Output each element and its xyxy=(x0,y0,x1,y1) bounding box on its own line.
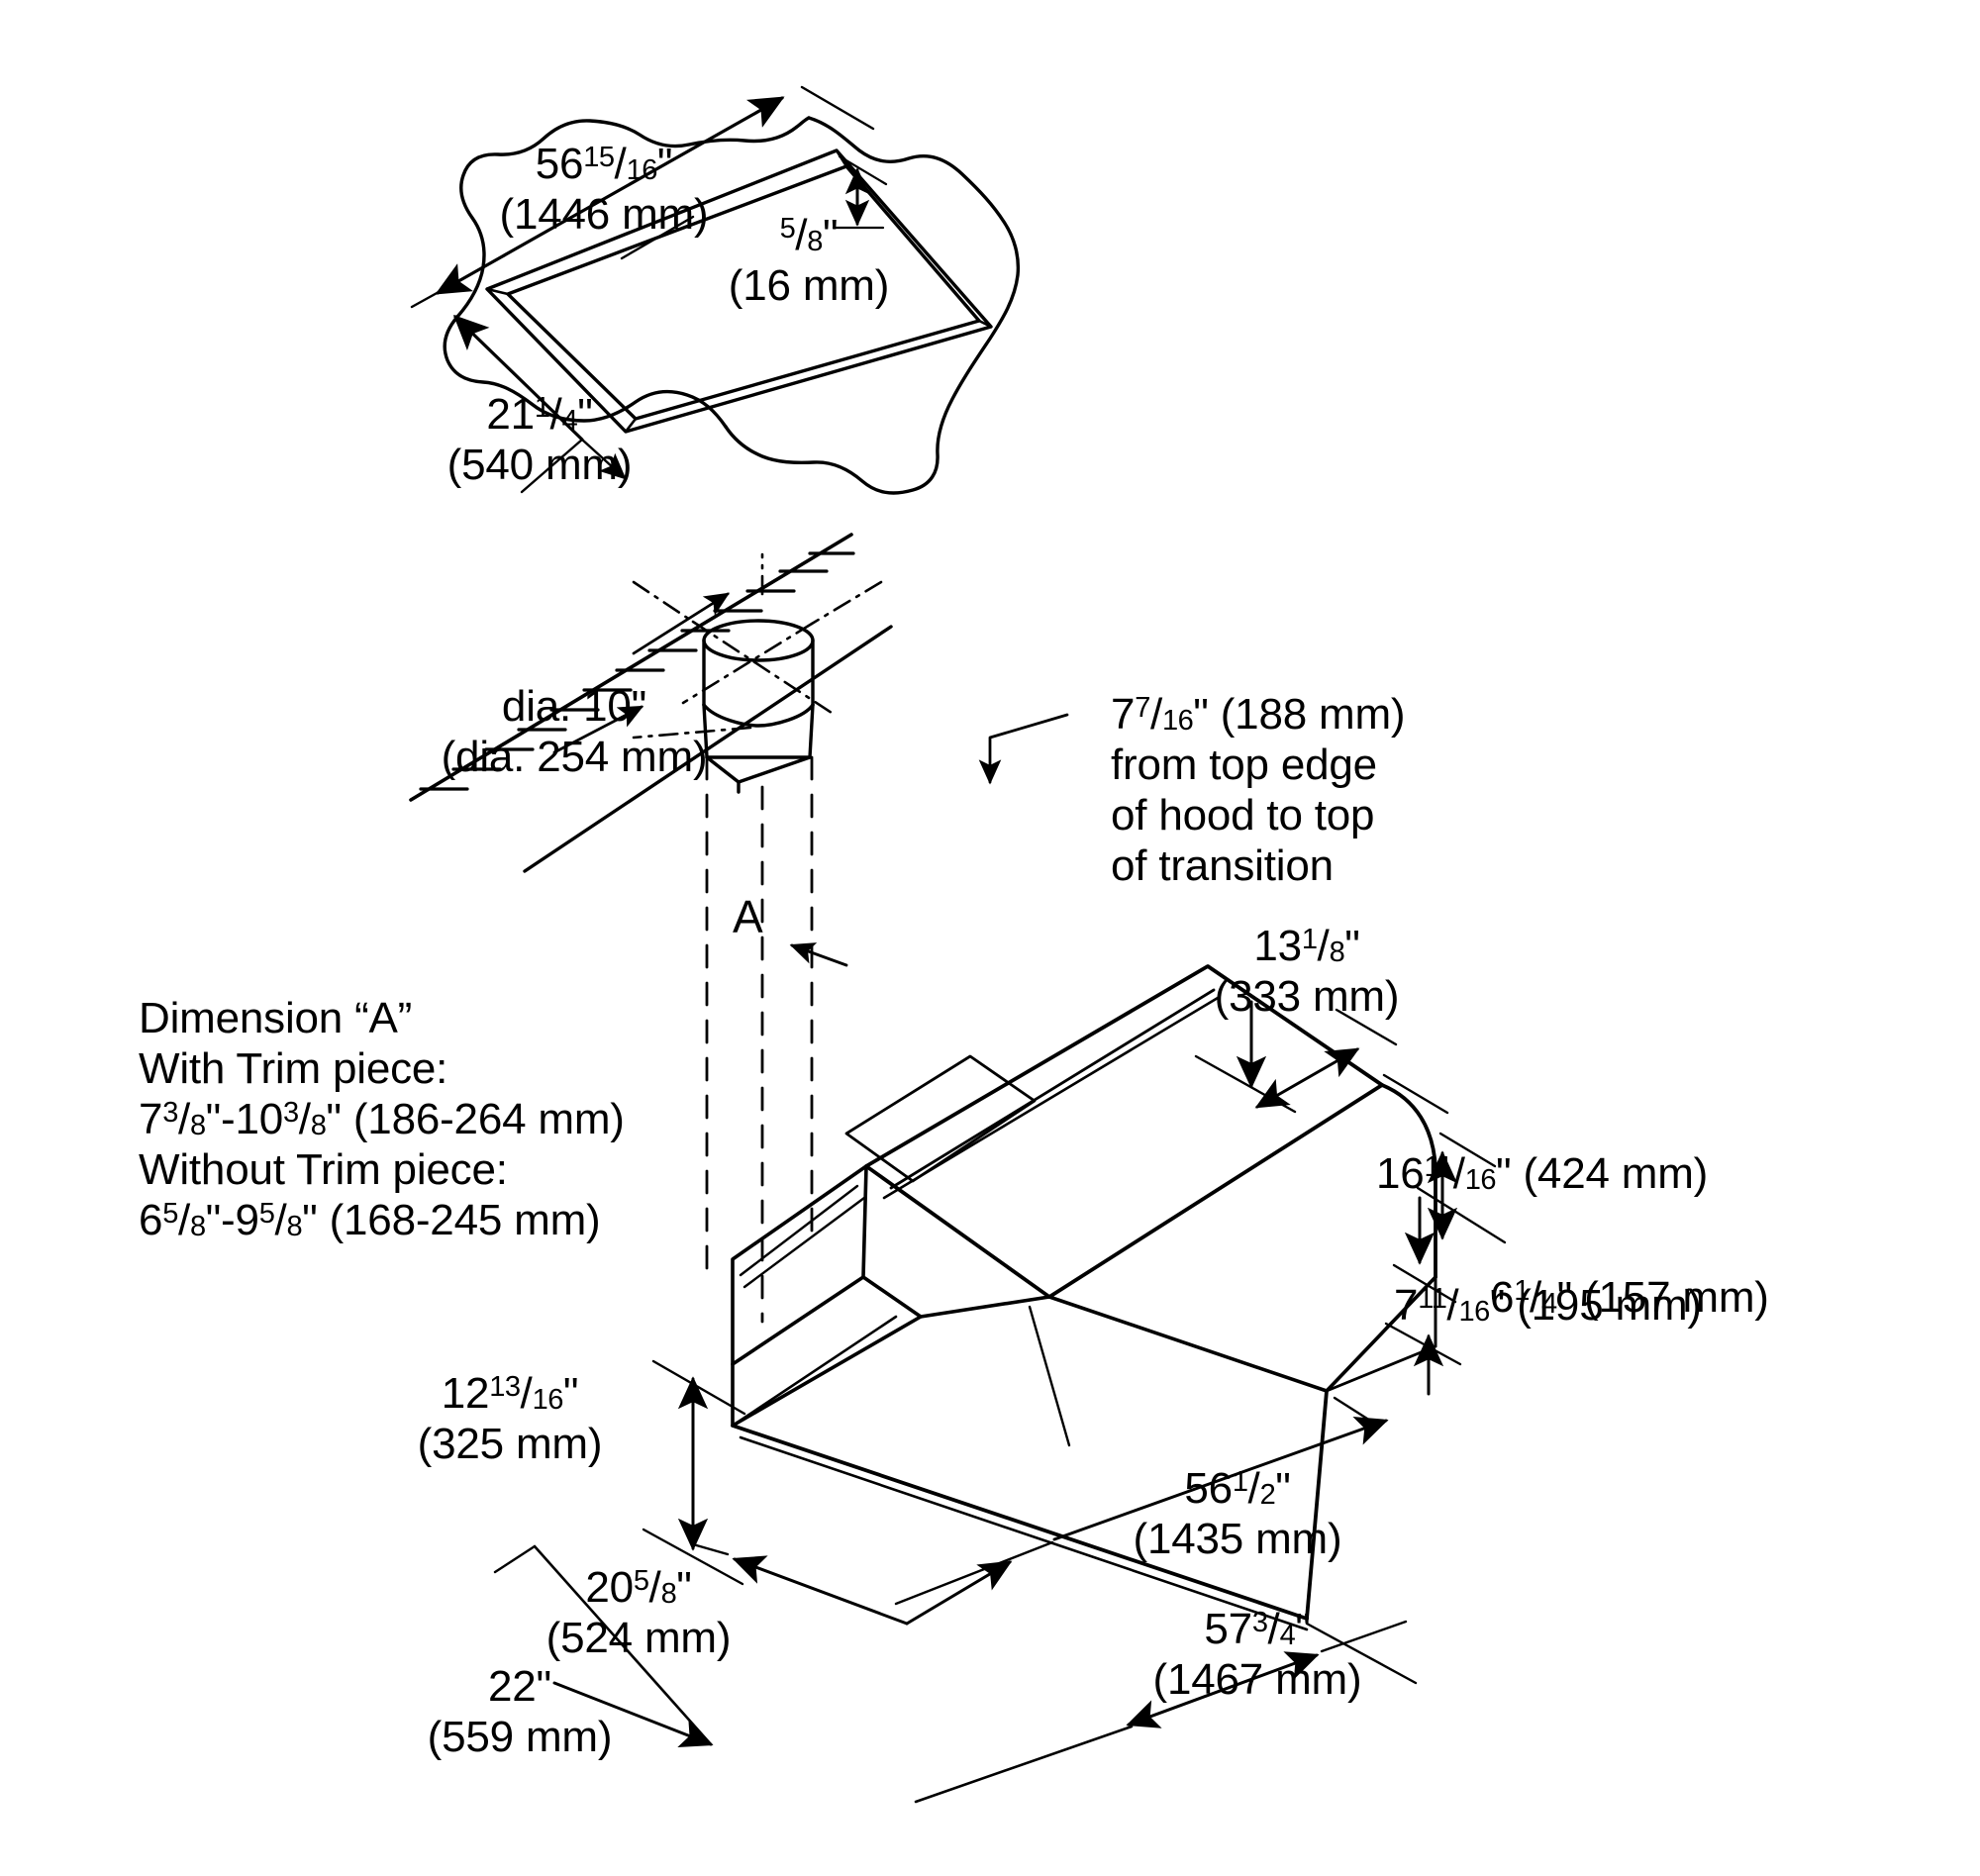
ceiling-hatched-line xyxy=(409,533,855,802)
without-trim-value: 65/8"-95/8" (168-245 mm) xyxy=(139,1196,601,1245)
dim-label-hood-front-height: 711/16" (195 mm) xyxy=(1394,1281,1702,1330)
dim-label-hood-top-width: 561/2" (1435 mm) xyxy=(1133,1464,1342,1564)
dim-hood-top-width xyxy=(1028,1305,1389,1541)
dim-hood-top-depth xyxy=(691,1542,1013,1626)
leader-transition-note xyxy=(978,713,1069,785)
with-trim-value: 73/8"-103/8" (186-264 mm) xyxy=(139,1095,625,1144)
dim-label-hood-side-slope: 61/4" (157 mm) xyxy=(1490,1273,1769,1322)
without-trim-label: Without Trim piece: xyxy=(139,1145,508,1195)
dim-hood-overall-width xyxy=(1126,1620,1418,1728)
dim-label-hood-upper-depth: 1611/16" (424 mm) xyxy=(1376,1149,1709,1198)
dim-label-trim-depth: 211/4" (540 mm) xyxy=(446,390,633,490)
dim-hood-height xyxy=(642,1359,746,1586)
dimension-a-title: Dimension “A” xyxy=(139,994,413,1042)
dim-label-duct-diameter: dia. 10" (dia. 254 mm) xyxy=(441,682,708,782)
with-trim-label: With Trim piece: xyxy=(139,1044,448,1094)
dim-hood-side-slope xyxy=(1416,1150,1507,1244)
dimension-a-text-block: Dimension “A” With Trim piece: 73/8"-103… xyxy=(139,993,752,1245)
hood-body-outline xyxy=(731,964,1437,1631)
dim-label-hood-overall-depth: 22" (559 mm) xyxy=(427,1662,613,1762)
dim-hood-front-height xyxy=(1384,1196,1462,1396)
dim-label-hood-height: 1213/16" (325 mm) xyxy=(417,1369,603,1469)
dim-hood-overall-depth-line xyxy=(493,1544,713,1746)
dim-duct-diameter xyxy=(552,592,731,754)
note-transition-height: 77/16" (188 mm) from top edge of hood to… xyxy=(1111,690,1406,891)
dim-label-trim-thickness: 5/8" (16 mm) xyxy=(728,211,890,311)
dim-label-hood-top-depth: 205/8" (524 mm) xyxy=(545,1563,732,1663)
dim-hood-upper-depth xyxy=(1254,1008,1497,1168)
dim-hood-overall-width-line xyxy=(914,1725,1134,1804)
dim-trim-thickness xyxy=(832,154,888,230)
dimension-a-marker: A xyxy=(733,891,763,942)
dim-hood-top-width-left xyxy=(894,1540,1054,1606)
dim-label-hood-depth-top: 131/8" (333 mm) xyxy=(1214,922,1400,1022)
dim-label-trim-length: 5615/16" (1446 mm) xyxy=(499,140,709,240)
round-duct xyxy=(702,619,815,728)
dim-trim-depth xyxy=(452,314,627,494)
duct-centerlines xyxy=(632,552,883,740)
duct-projection-lines xyxy=(705,755,814,1324)
leader-dimension-a xyxy=(789,942,848,967)
dim-trim-length xyxy=(410,85,875,309)
dim-hood-overall-depth xyxy=(552,1681,714,1748)
dim-label-hood-overall-width: 573/4" (1467 mm) xyxy=(1152,1605,1362,1705)
